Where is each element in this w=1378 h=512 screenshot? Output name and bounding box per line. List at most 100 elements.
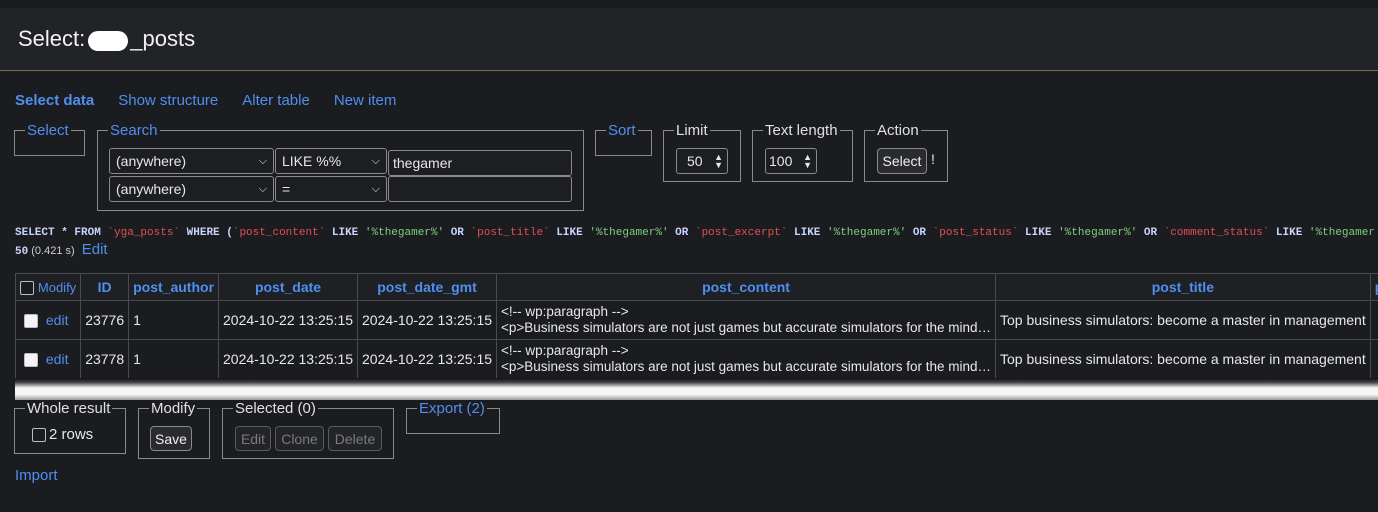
content-line-1: <!-- wp:paragraph --> bbox=[501, 304, 629, 319]
modify-header: Modify bbox=[14, 273, 82, 301]
top-strip bbox=[0, 0, 1378, 8]
select-fieldset: Select bbox=[14, 122, 85, 156]
table-header-row: Modify ID post_author post_date post_dat… bbox=[14, 273, 1378, 301]
edit-selected-button[interactable]: Edit bbox=[235, 426, 271, 451]
search-operator-value-1: LIKE %% bbox=[282, 153, 342, 169]
search-column-value-1: (anywhere) bbox=[116, 153, 187, 169]
sql-token: OR bbox=[906, 227, 933, 239]
search-fieldset: Search bbox=[97, 122, 584, 211]
search-operator-select-2[interactable]: =⌵ bbox=[275, 176, 387, 202]
redacted-db-name bbox=[88, 31, 129, 51]
chevron-down-icon: ⌵ bbox=[371, 182, 380, 195]
whole-result-checkbox[interactable] bbox=[32, 428, 46, 442]
row-checkbox[interactable] bbox=[24, 314, 38, 329]
content-line-1: <!-- wp:paragraph --> bbox=[501, 343, 629, 358]
table-row: edit 23778 1 2024-10-22 13:25:15 2024-10… bbox=[14, 339, 1378, 379]
limit-input[interactable]: 50▲▼ bbox=[676, 148, 728, 174]
chevron-down-icon: ⌵ bbox=[258, 182, 267, 195]
sql-token: `yga_posts` bbox=[107, 227, 181, 239]
sql-token: '%thegamer%' bbox=[1058, 227, 1138, 239]
text-length-input[interactable]: 100 ▲▼ bbox=[765, 148, 817, 174]
sql-token: WHERE ( bbox=[180, 227, 233, 239]
cell-post-author: 1 bbox=[128, 339, 220, 379]
search-legend[interactable]: Search bbox=[110, 122, 158, 139]
sql-token: LIKE bbox=[787, 227, 827, 239]
text-length-fieldset: Text length bbox=[752, 122, 853, 182]
selected-legend: Selected (0) bbox=[235, 400, 316, 417]
tab-links: Select data Show structure Alter table N… bbox=[15, 92, 396, 109]
row-select-cell: edit bbox=[14, 339, 82, 379]
text-length-legend: Text length bbox=[765, 122, 838, 139]
limit-fieldset: Limit bbox=[663, 122, 741, 182]
search-column-select-2[interactable]: (anywhere)⌵ bbox=[109, 176, 274, 202]
edit-query-link[interactable]: Edit bbox=[81, 241, 108, 258]
tab-new-item[interactable]: New item bbox=[333, 92, 397, 109]
cell-post-date-gmt: 2024-10-22 13:25:15 bbox=[357, 300, 498, 340]
clone-selected-button[interactable]: Clone bbox=[275, 426, 324, 451]
cell-id: 23778 bbox=[80, 339, 130, 379]
spinner-icon[interactable]: ▲▼ bbox=[803, 152, 812, 170]
select-all-checkbox[interactable] bbox=[20, 281, 34, 296]
sql-token: `post_excerpt` bbox=[694, 227, 788, 239]
horizontal-scrollbar[interactable] bbox=[15, 378, 1378, 400]
column-header-post-author[interactable]: post_author bbox=[128, 273, 220, 301]
row-edit-link[interactable]: edit bbox=[45, 311, 69, 328]
import-link[interactable]: Import bbox=[15, 467, 58, 484]
export-legend[interactable]: Export (2) bbox=[419, 400, 485, 417]
whole-result-label: 2 rows bbox=[49, 426, 94, 443]
search-value-input-2[interactable] bbox=[388, 176, 572, 202]
text-length-value: 100 bbox=[769, 153, 793, 169]
sql-token: OR bbox=[1137, 227, 1164, 239]
tab-alter-table[interactable]: Alter table bbox=[242, 92, 310, 109]
column-header-post-title[interactable]: post_title bbox=[995, 273, 1371, 301]
action-fieldset: Action bbox=[864, 122, 948, 182]
results-table: Modify ID post_author post_date post_dat… bbox=[14, 273, 1378, 379]
sql-token: `post_title` bbox=[470, 227, 550, 239]
query-info: 50 (0.421 s) Edit bbox=[15, 241, 108, 258]
content-line-2: <p>Business simulators are not just game… bbox=[501, 359, 991, 374]
cell-post-content: <!-- wp:paragraph --><p>Business simulat… bbox=[496, 339, 996, 379]
column-header-id[interactable]: ID bbox=[80, 273, 130, 301]
column-header-post-content[interactable]: post_content bbox=[496, 273, 996, 301]
column-header-post-c[interactable]: post_c bbox=[1369, 273, 1378, 301]
sort-legend[interactable]: Sort bbox=[608, 122, 636, 139]
cell-post-date: 2024-10-22 13:25:15 bbox=[218, 339, 359, 379]
spinner-icon[interactable]: ▲▼ bbox=[714, 152, 723, 170]
search-value-text-1: thegamer bbox=[393, 155, 453, 171]
sql-token: '%thegamer%' bbox=[589, 227, 669, 239]
search-operator-select-1[interactable]: LIKE %%⌵ bbox=[275, 148, 387, 174]
tab-select-data[interactable]: Select data bbox=[15, 92, 95, 109]
chevron-down-icon: ⌵ bbox=[258, 154, 267, 167]
cell-post-title: Top business simulators: become a master… bbox=[995, 339, 1371, 379]
title-prefix: Select: bbox=[18, 26, 86, 51]
sql-token: `post_content` bbox=[232, 227, 326, 239]
modify-header-link[interactable]: Modify bbox=[37, 279, 77, 295]
column-header-post-date[interactable]: post_date bbox=[218, 273, 359, 301]
row-checkbox[interactable] bbox=[24, 353, 38, 368]
sql-token: OR bbox=[444, 227, 471, 239]
select-button[interactable]: Select bbox=[877, 148, 927, 174]
search-column-select-1[interactable]: (anywhere) ⌵ bbox=[109, 148, 274, 174]
cell-id: 23776 bbox=[80, 300, 130, 340]
selected-fieldset: Selected (0) bbox=[222, 400, 394, 459]
sql-token: SELECT * FROM bbox=[15, 227, 108, 239]
column-header-post-date-gmt[interactable]: post_date_gmt bbox=[357, 273, 498, 301]
cell-post-date: 2024-10-22 13:25:15 bbox=[218, 300, 359, 340]
select-legend[interactable]: Select bbox=[27, 122, 69, 139]
save-button[interactable]: Save bbox=[150, 426, 192, 451]
sort-fieldset: Sort bbox=[595, 122, 652, 156]
title-suffix: _posts bbox=[130, 26, 196, 51]
sql-token: LIKE bbox=[325, 227, 365, 239]
cell-post-date-gmt: 2024-10-22 13:25:15 bbox=[357, 339, 498, 379]
tab-show-structure[interactable]: Show structure bbox=[118, 92, 219, 109]
sql-token: OR bbox=[668, 227, 695, 239]
search-value-input-1[interactable]: thegamer bbox=[388, 150, 572, 176]
cell-post-title: Top business simulators: become a master… bbox=[995, 300, 1371, 340]
delete-selected-button[interactable]: Delete bbox=[328, 426, 382, 451]
row-edit-link[interactable]: edit bbox=[45, 350, 69, 367]
modify-fieldset: Modify bbox=[138, 400, 210, 459]
cell-post-c bbox=[1369, 339, 1378, 379]
row-select-cell: edit bbox=[14, 300, 82, 340]
page-header: Select: _posts bbox=[0, 8, 1378, 71]
export-fieldset: Export (2) bbox=[406, 400, 500, 434]
